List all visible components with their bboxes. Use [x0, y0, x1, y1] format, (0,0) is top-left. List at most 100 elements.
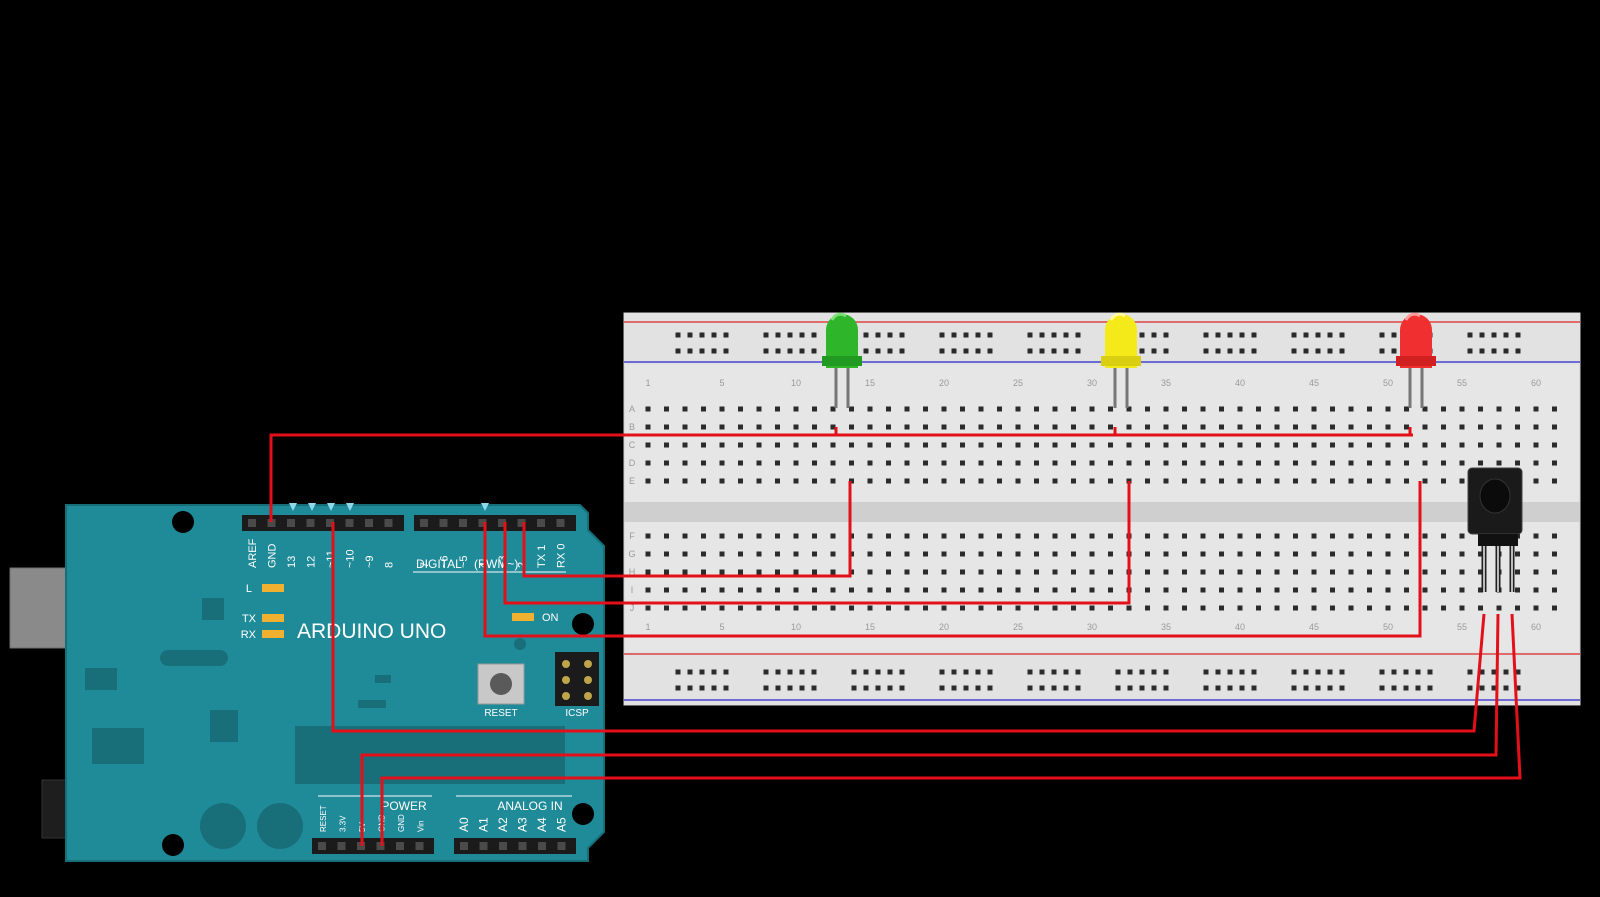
breadboard-hole[interactable]	[1145, 460, 1150, 466]
breadboard-hole[interactable]	[1034, 569, 1039, 575]
breadboard-hole[interactable]	[1034, 587, 1039, 593]
rail-hole[interactable]	[1251, 669, 1257, 675]
power-pin[interactable]	[337, 842, 346, 850]
breadboard-hole[interactable]	[1496, 406, 1502, 412]
breadboard-hole[interactable]	[1071, 460, 1076, 466]
breadboard-hole[interactable]	[756, 551, 762, 557]
breadboard-hole[interactable]	[1311, 460, 1317, 466]
breadboard-hole[interactable]	[1015, 587, 1021, 593]
breadboard-hole[interactable]	[1459, 406, 1465, 412]
breadboard-hole[interactable]	[1293, 406, 1298, 412]
rail-hole[interactable]	[1515, 332, 1521, 338]
breadboard-hole[interactable]	[738, 587, 743, 593]
breadboard-hole[interactable]	[1126, 605, 1132, 611]
breadboard-hole[interactable]	[1108, 605, 1113, 611]
breadboard-hole[interactable]	[1182, 533, 1187, 539]
breadboard-hole[interactable]	[1274, 587, 1280, 593]
breadboard-hole[interactable]	[830, 587, 836, 593]
breadboard-hole[interactable]	[701, 587, 706, 593]
breadboard-hole[interactable]	[1552, 569, 1557, 575]
rail-hole[interactable]	[1027, 669, 1033, 675]
rail-hole[interactable]	[711, 348, 717, 354]
breadboard-hole[interactable]	[1478, 406, 1483, 412]
breadboard-hole[interactable]	[1533, 533, 1539, 539]
breadboard-hole[interactable]	[1108, 460, 1113, 466]
breadboard-hole[interactable]	[1552, 424, 1557, 430]
breadboard-hole[interactable]	[1089, 478, 1095, 484]
breadboard-hole[interactable]	[1052, 406, 1058, 412]
breadboard-hole[interactable]	[1256, 533, 1261, 539]
breadboard-hole[interactable]	[1441, 587, 1446, 593]
breadboard-hole[interactable]	[1311, 478, 1317, 484]
breadboard-hole[interactable]	[867, 460, 873, 466]
rail-hole[interactable]	[1227, 669, 1233, 675]
rail-hole[interactable]	[1315, 348, 1321, 354]
rail-hole[interactable]	[963, 348, 969, 354]
breadboard-hole[interactable]	[793, 533, 799, 539]
rail-hole[interactable]	[1403, 669, 1409, 675]
breadboard-hole[interactable]	[738, 569, 743, 575]
rail-hole[interactable]	[711, 332, 717, 338]
breadboard-hole[interactable]	[775, 460, 780, 466]
breadboard-hole[interactable]	[1385, 551, 1391, 557]
breadboard-hole[interactable]	[664, 406, 669, 412]
rail-hole[interactable]	[1503, 685, 1509, 691]
breadboard-hole[interactable]	[978, 605, 984, 611]
breadboard-hole[interactable]	[1071, 424, 1076, 430]
breadboard-hole[interactable]	[793, 406, 799, 412]
rail-hole[interactable]	[1339, 348, 1345, 354]
breadboard-hole[interactable]	[1459, 569, 1465, 575]
breadboard-hole[interactable]	[664, 424, 669, 430]
breadboard-hole[interactable]	[960, 587, 965, 593]
rail-hole[interactable]	[1339, 685, 1345, 691]
breadboard-hole[interactable]	[1293, 478, 1298, 484]
breadboard-hole[interactable]	[1330, 533, 1335, 539]
breadboard-hole[interactable]	[1274, 460, 1280, 466]
rail-hole[interactable]	[1467, 348, 1473, 354]
breadboard-hole[interactable]	[1330, 442, 1335, 448]
breadboard-hole[interactable]	[1052, 442, 1058, 448]
breadboard-hole[interactable]	[1182, 605, 1187, 611]
breadboard-hole[interactable]	[1052, 587, 1058, 593]
breadboard-hole[interactable]	[1367, 406, 1372, 412]
rail-hole[interactable]	[1203, 332, 1209, 338]
breadboard-hole[interactable]	[701, 460, 706, 466]
rail-hole[interactable]	[1479, 685, 1485, 691]
breadboard-hole[interactable]	[1182, 424, 1187, 430]
breadboard-hole[interactable]	[719, 460, 725, 466]
breadboard-hole[interactable]	[849, 442, 854, 448]
breadboard-hole[interactable]	[1108, 478, 1113, 484]
rail-hole[interactable]	[1503, 669, 1509, 675]
rail-hole[interactable]	[899, 332, 905, 338]
breadboard-hole[interactable]	[960, 478, 965, 484]
rail-hole[interactable]	[1479, 332, 1485, 338]
rail-hole[interactable]	[1303, 685, 1309, 691]
rail-hole[interactable]	[1227, 332, 1233, 338]
breadboard-hole[interactable]	[849, 587, 854, 593]
breadboard-hole[interactable]	[1200, 551, 1206, 557]
breadboard-hole[interactable]	[1108, 533, 1113, 539]
breadboard-hole[interactable]	[997, 478, 1002, 484]
rail-hole[interactable]	[1163, 669, 1169, 675]
breadboard-hole[interactable]	[997, 587, 1002, 593]
rail-hole[interactable]	[1151, 332, 1157, 338]
breadboard-hole[interactable]	[1108, 569, 1113, 575]
rail-hole[interactable]	[1379, 685, 1385, 691]
breadboard-hole[interactable]	[1459, 424, 1465, 430]
breadboard-hole[interactable]	[664, 442, 669, 448]
breadboard-hole[interactable]	[1330, 551, 1335, 557]
breadboard-hole[interactable]	[1533, 587, 1539, 593]
breadboard-hole[interactable]	[941, 424, 947, 430]
breadboard-hole[interactable]	[775, 587, 780, 593]
breadboard-hole[interactable]	[849, 424, 854, 430]
breadboard-hole[interactable]	[1404, 406, 1409, 412]
breadboard-hole[interactable]	[1552, 533, 1557, 539]
rail-hole[interactable]	[1303, 669, 1309, 675]
rail-hole[interactable]	[899, 685, 905, 691]
breadboard-hole[interactable]	[1052, 569, 1058, 575]
breadboard-hole[interactable]	[1219, 478, 1224, 484]
breadboard-hole[interactable]	[978, 460, 984, 466]
analog-pin[interactable]	[479, 842, 488, 850]
breadboard-hole[interactable]	[886, 551, 891, 557]
digital-pin[interactable]	[345, 519, 354, 527]
